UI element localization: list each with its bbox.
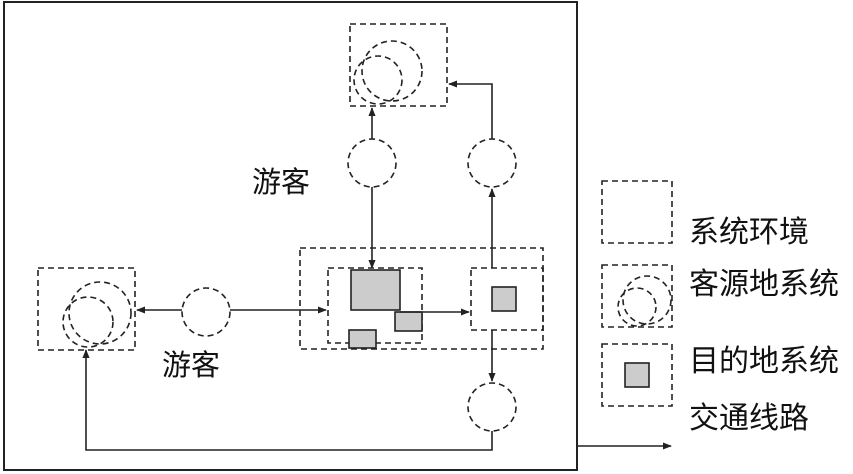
tourist-label-top: 游客 [252,165,311,199]
destination-square-small-1 [394,311,423,332]
legend-system-environment: 系统环境 [689,215,809,250]
legend-origin-symbol [601,264,673,328]
origin-system-top [349,23,448,107]
environment-frame [3,1,578,471]
flow-arrows [82,80,672,451]
tourist-label-left: 游客 [162,348,221,382]
legend-destination-symbol [601,343,673,407]
tourist-circle-top [347,138,397,188]
destination-square-right [491,286,517,312]
legend-origin-system: 客源地系统 [689,267,839,302]
legend-transport-route: 交通线路 [689,401,809,436]
destination-square-large [350,269,401,311]
tourist-circle-bottom [467,382,517,432]
destination-region [299,247,544,350]
destination-square-small-2 [348,329,377,349]
legend-environment-symbol [601,180,673,244]
arrow-right-circle-to-top-origin [448,80,493,139]
origin-system-left [37,267,136,351]
arrow-return-to-left-origin [82,349,493,451]
tourist-circle-right [467,138,517,188]
tourist-circle-left [181,287,231,337]
legend-destination-system: 目的地系统 [689,344,839,379]
